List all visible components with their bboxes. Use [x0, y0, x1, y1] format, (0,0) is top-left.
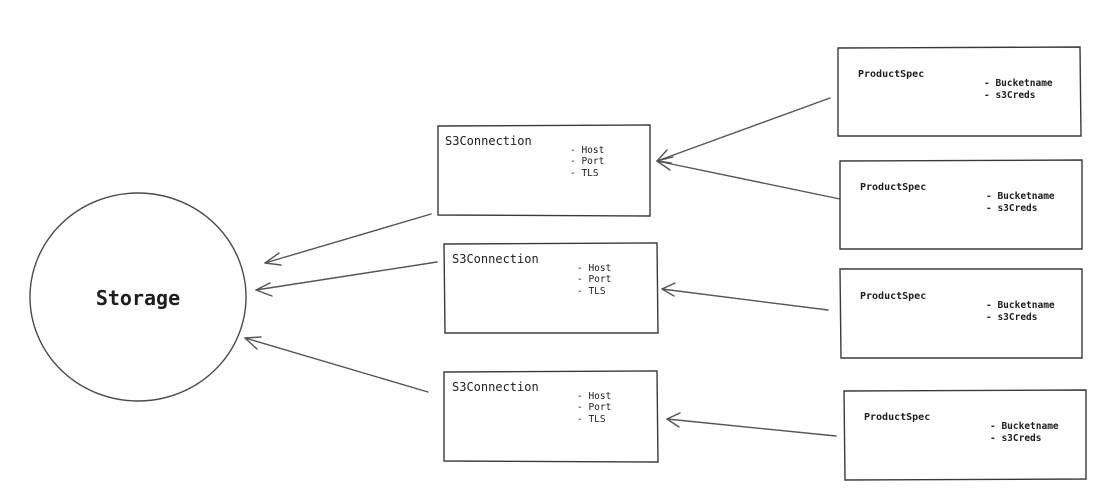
s3connection-attribute: - Host: [577, 391, 611, 402]
arrow-productspec-3-to-connection-2: [661, 282, 829, 311]
s3connection-box: [443, 242, 659, 334]
s3connection-node[interactable]: S3Connection - Host - Port - TLS: [443, 370, 659, 463]
s3connection-title: S3Connection: [445, 134, 532, 148]
productspec-attribute: - Bucketname: [990, 421, 1059, 432]
s3connection-attribute: - Port: [570, 156, 604, 167]
productspec-attribute: - s3Creds: [986, 312, 1037, 323]
arrow-productspec-4-to-connection-3: [666, 412, 837, 437]
s3connection-node[interactable]: S3Connection - Host - Port - TLS: [437, 124, 651, 217]
productspec-attribute: - s3Creds: [986, 203, 1037, 214]
productspec-attribute: - s3Creds: [984, 90, 1035, 101]
productspec-box: [837, 46, 1082, 137]
s3connection-node[interactable]: S3Connection - Host - Port - TLS: [443, 242, 659, 334]
productspec-box: [843, 389, 1087, 481]
productspec-node[interactable]: ProductSpec - Bucketname - s3Creds: [839, 268, 1083, 359]
productspec-node[interactable]: ProductSpec - Bucketname - s3Creds: [843, 389, 1087, 481]
s3connection-attribute: - TLS: [577, 414, 606, 425]
arrow-connection-1-to-storage: [264, 213, 432, 266]
s3connection-attribute: - Port: [577, 402, 611, 413]
productspec-attribute: - Bucketname: [986, 300, 1055, 311]
s3connection-attribute: - Host: [577, 263, 611, 274]
productspec-attribute: - s3Creds: [990, 433, 1041, 444]
s3connection-box: [443, 370, 659, 463]
arrow-connection-2-to-storage: [255, 261, 438, 297]
storage-label: Storage: [96, 286, 180, 310]
storage-circle: [29, 192, 247, 402]
s3connection-attribute: - TLS: [570, 168, 599, 179]
productspec-title: ProductSpec: [860, 182, 926, 193]
s3connection-attribute: - TLS: [577, 286, 606, 297]
arrow-productspec-1-to-connection-1: [656, 97, 831, 164]
arrow-connection-3-to-storage: [244, 336, 429, 393]
storage-node[interactable]: Storage: [29, 192, 247, 402]
productspec-title: ProductSpec: [858, 69, 924, 80]
arrow-productspec-2-to-connection-1: [656, 156, 841, 200]
productspec-title: ProductSpec: [860, 291, 926, 302]
s3connection-box: [437, 124, 651, 217]
s3connection-title: S3Connection: [452, 252, 539, 266]
connection-to-storage-arrows: [244, 213, 438, 393]
productspec-title: ProductSpec: [864, 412, 930, 423]
productspec-box: [839, 159, 1083, 250]
s3connection-attribute: - Host: [570, 145, 604, 156]
productspec-node[interactable]: ProductSpec - Bucketname - s3Creds: [839, 159, 1083, 250]
s3connection-title: S3Connection: [452, 380, 539, 394]
productspec-box: [839, 268, 1083, 359]
productspec-attribute: - Bucketname: [984, 78, 1053, 89]
productspec-to-connection-arrows: [656, 97, 841, 437]
productspec-node[interactable]: ProductSpec - Bucketname - s3Creds: [837, 46, 1082, 137]
s3connection-attribute: - Port: [577, 274, 611, 285]
productspec-attribute: - Bucketname: [986, 191, 1055, 202]
